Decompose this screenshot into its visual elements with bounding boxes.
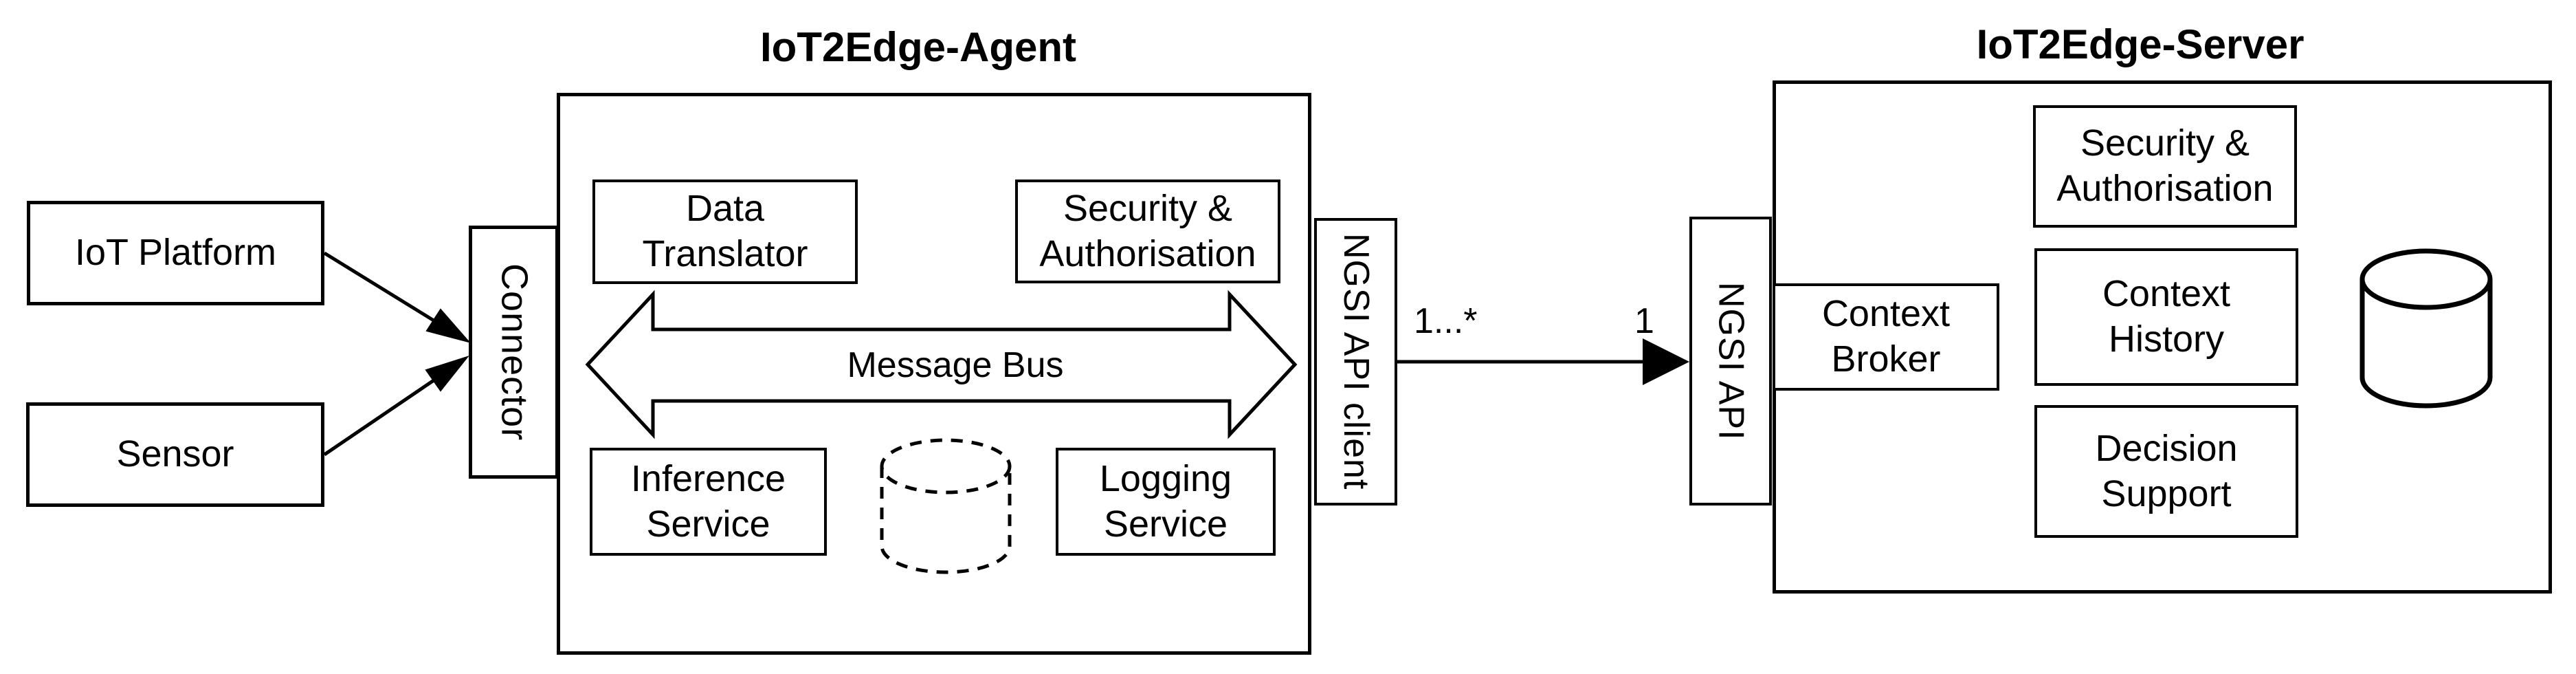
ngsi-api-client-box: NGSI API client [1314, 218, 1397, 506]
ngsi-api-label: NGSI API [1711, 281, 1751, 441]
server-security-authorisation-box: Security & Authorisation [2033, 105, 2297, 228]
context-broker-label: Context Broker [1821, 293, 1951, 380]
inference-service-label: Inference Service [630, 457, 786, 545]
iot-platform-box: IoT Platform [27, 201, 324, 305]
sensor-to-connector-arrow [323, 356, 469, 457]
ngsi-api-box: NGSI API [1689, 217, 1772, 506]
context-broker-box: Context Broker [1773, 283, 1999, 391]
data-translator-label: Data Translator [642, 188, 808, 274]
iot-platform-to-connector-arrow [323, 251, 471, 343]
message-bus-label: Message Bus [847, 345, 1064, 385]
context-history-label: Context History [2102, 273, 2231, 360]
agent-security-authorisation-label: Security & Authorisation [1039, 187, 1256, 274]
dashed-database-icon [880, 438, 1012, 574]
data-translator-box: Data Translator [592, 180, 858, 284]
connector-box: Connector [469, 226, 559, 479]
ngsi-api-client-label: NGSI API client [1336, 233, 1377, 490]
iot-platform-label: IoT Platform [74, 232, 277, 274]
link-right-multiplicity: 1 [1634, 301, 1654, 341]
database-icon [2360, 248, 2493, 409]
logging-service-label: Logging Service [1099, 457, 1232, 545]
agent-security-authorisation-box: Security & Authorisation [1015, 180, 1280, 283]
context-history-box: Context History [2034, 248, 2298, 386]
logging-service-box: Logging Service [1056, 448, 1276, 556]
message-bus-arrow [585, 290, 1298, 439]
decision-support-box: Decision Support [2034, 405, 2298, 538]
sensor-box: Sensor [26, 402, 324, 507]
sensor-label: Sensor [116, 433, 234, 475]
link-left-multiplicity: 1...* [1414, 301, 1478, 341]
connector-label: Connector [493, 263, 535, 442]
inference-service-box: Inference Service [590, 448, 827, 556]
agent-title: IoT2Edge-Agent [760, 24, 1076, 70]
server-security-authorisation-label: Security & Authorisation [2056, 122, 2274, 209]
server-title: IoT2Edge-Server [1976, 21, 2305, 67]
ngsi-link-arrow [1397, 338, 1689, 385]
decision-support-label: Decision Support [2095, 427, 2238, 514]
